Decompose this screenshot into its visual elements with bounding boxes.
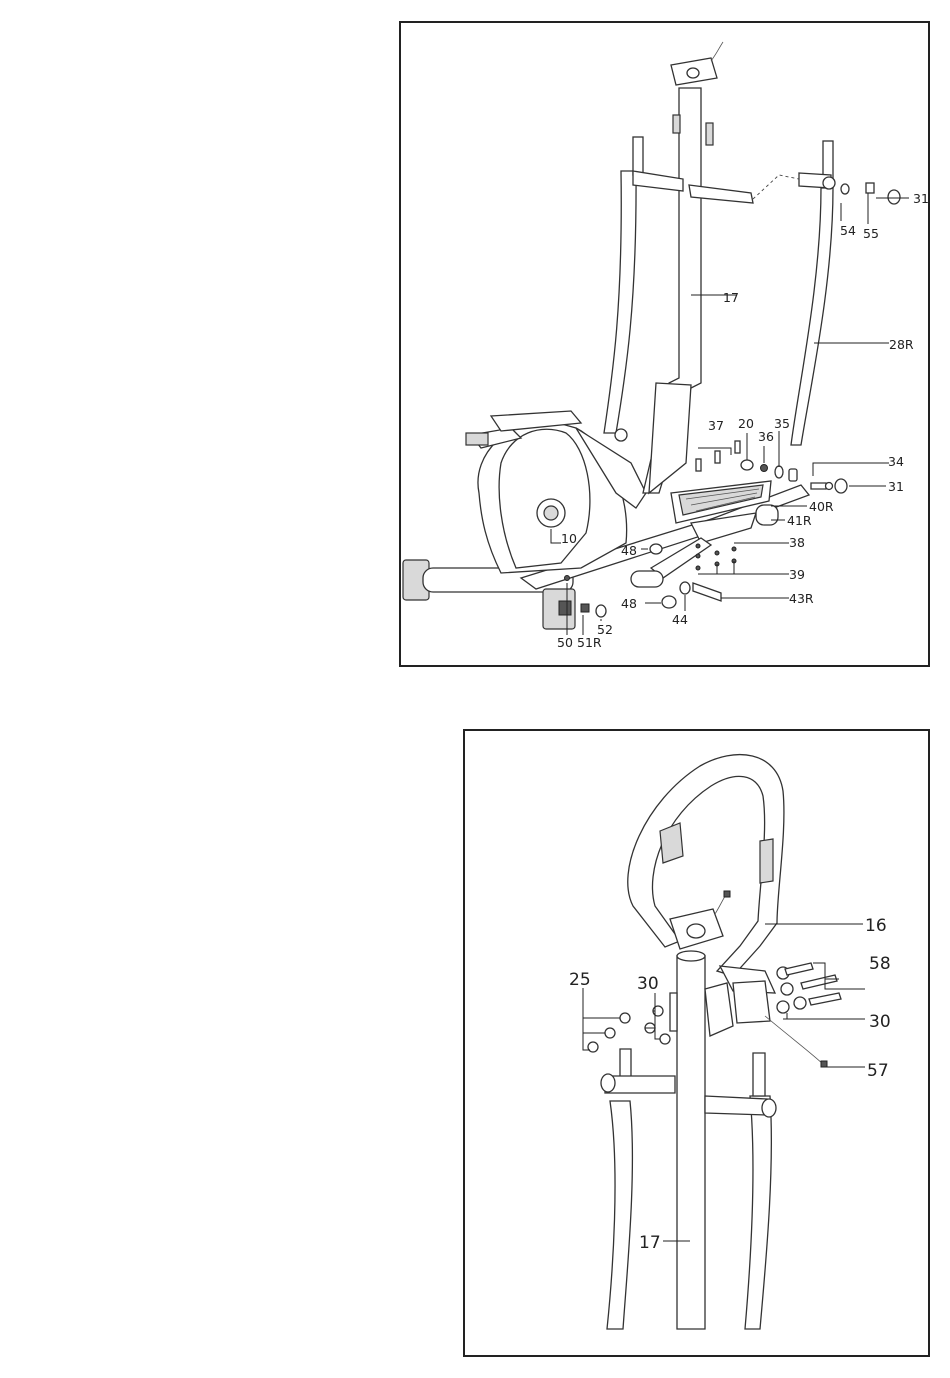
pedal-assembly: [651, 481, 778, 578]
callout-20: 20: [738, 416, 754, 431]
callout-43R: 43R: [789, 591, 814, 606]
callout-30-right: 30: [869, 1012, 891, 1032]
callout-55: 55: [863, 226, 879, 241]
callout-25: 25: [569, 970, 591, 990]
callout-10: 10: [561, 531, 577, 546]
callout-17: 17: [723, 290, 739, 305]
callout-58: 58: [869, 954, 891, 974]
callout-16: 16: [865, 916, 887, 936]
callout-31-lower: 31: [888, 479, 904, 494]
callout-35: 35: [774, 416, 790, 431]
callout-40R: 40R: [809, 499, 834, 514]
leader-lines: [551, 193, 909, 635]
callout-44: 44: [672, 612, 688, 627]
right-handle-arm-28R: [753, 141, 835, 445]
callout-51R: 51R: [577, 635, 602, 650]
callout-54: 54: [840, 223, 856, 238]
callout-37: 37: [708, 418, 724, 433]
upper-handlebar-16: [628, 755, 784, 993]
callout-57: 57: [867, 1061, 889, 1081]
callout-48-lower: 48: [621, 596, 637, 611]
callout-36: 36: [758, 429, 774, 444]
callout-39: 39: [789, 567, 805, 582]
callout-34: 34: [888, 454, 904, 469]
exploded-view-top-panel: 17 28R 31 54 55 37 20 36 35 34 31 40R 41…: [399, 21, 930, 667]
callout-31-upper: 31: [913, 191, 929, 206]
main-mast-17: [677, 951, 705, 1329]
callout-48-upper: 48: [621, 543, 637, 558]
callout-17: 17: [639, 1233, 661, 1253]
callout-30-left: 30: [637, 974, 659, 994]
callout-28R: 28R: [889, 337, 914, 352]
console-bracket: [670, 891, 730, 949]
handlebar-assembly-drawing: 16 58 25 30 30 57 17: [465, 731, 932, 1359]
callout-38: 38: [789, 535, 805, 550]
callout-50: 50: [557, 635, 573, 650]
exploded-view-bottom-panel: 16 58 25 30 30 57 17: [463, 729, 930, 1357]
elliptical-frame-drawing: 17 28R 31 54 55 37 20 36 35 34 31 40R 41…: [401, 23, 932, 669]
callout-41R: 41R: [787, 513, 812, 528]
